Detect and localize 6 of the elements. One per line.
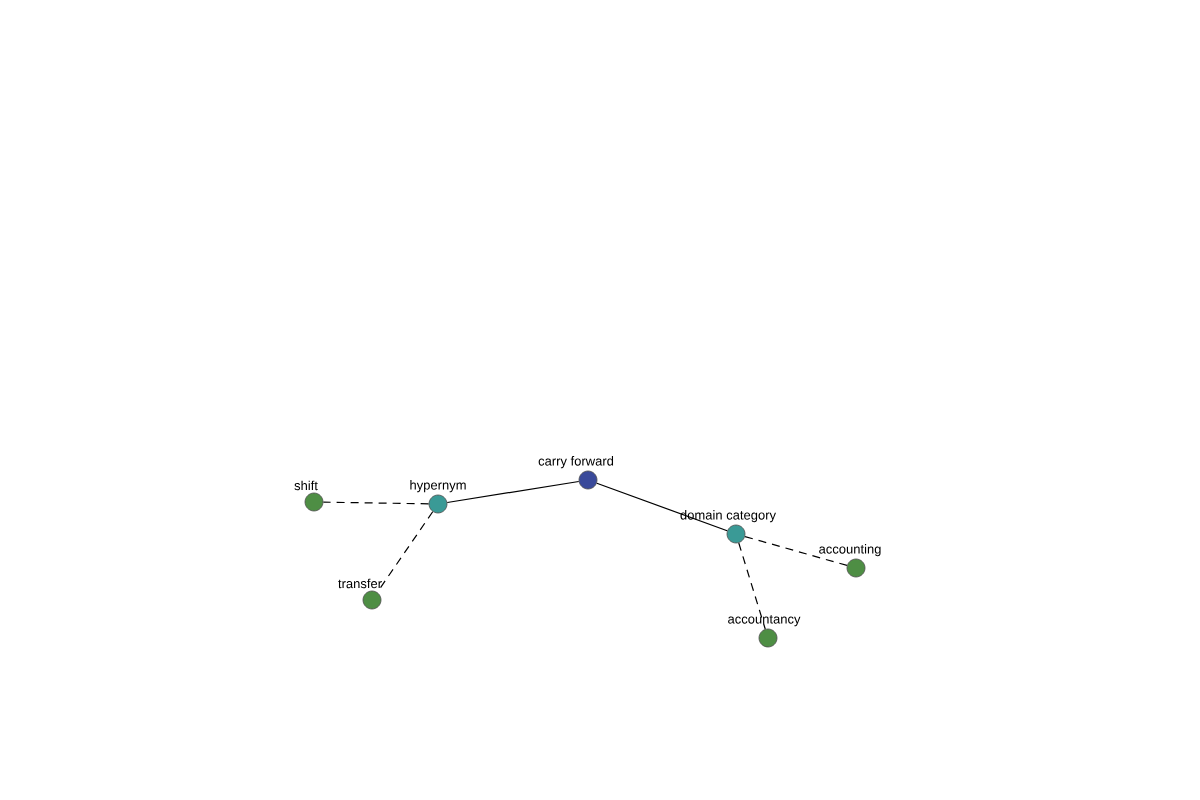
- connector-line: [446, 480, 580, 504]
- connector-line: [744, 535, 848, 567]
- connector-line: [322, 501, 430, 505]
- connector-line: [376, 511, 434, 593]
- connector-line: [738, 542, 766, 630]
- connector-line: [596, 482, 728, 532]
